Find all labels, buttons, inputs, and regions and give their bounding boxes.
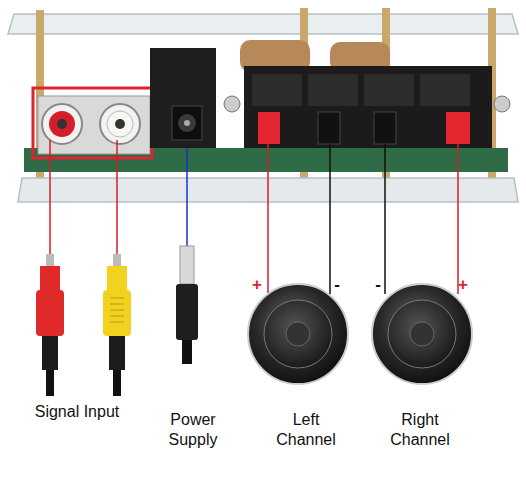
rca-plug-yellow-part	[103, 290, 131, 336]
dc-power-jack	[150, 48, 216, 148]
rca-plug-red-part	[36, 290, 64, 336]
rca-plug-yellow-part	[107, 266, 127, 290]
wires-part	[267, 144, 269, 294]
speaker-terminals	[224, 66, 510, 148]
dc-plug-part	[180, 246, 194, 284]
rca-plug-red-part	[42, 336, 58, 370]
acrylic-case-part	[8, 14, 518, 34]
speaker-terminals-part	[224, 96, 240, 112]
speaker-terminals-part	[420, 74, 470, 106]
speaker-terminals-part	[258, 112, 280, 144]
rca-plug-yellow-part	[110, 322, 124, 323]
dc-power-jack-part	[184, 120, 190, 126]
speaker-left	[248, 284, 348, 384]
polarity-mark: +	[252, 274, 262, 295]
speaker-right-part	[372, 284, 472, 384]
speaker-terminals-part	[364, 74, 414, 106]
speaker-left-part	[286, 322, 310, 346]
wires-part	[329, 144, 331, 294]
speaker-terminals-part	[308, 74, 358, 106]
speaker-terminals-part	[494, 96, 510, 112]
speaker-terminals-part	[318, 112, 340, 144]
wires-part	[116, 140, 118, 254]
speaker-right-part	[388, 300, 456, 368]
dc-power-jack-part	[150, 48, 216, 148]
rca-plug-red-part	[46, 370, 54, 396]
dc-power-jack-part	[178, 114, 196, 132]
speaker-left-part	[248, 284, 348, 384]
wires-part	[384, 144, 386, 294]
rca-plug-yellow-part	[110, 316, 124, 317]
port-label: Right Channel	[384, 410, 456, 450]
speaker-terminals-part	[446, 112, 470, 144]
rca-jacks-part	[57, 119, 67, 129]
rca-jacks-part	[100, 104, 140, 144]
speaker-right	[372, 284, 472, 384]
port-label: Left Channel	[270, 410, 342, 450]
acrylic-case	[8, 8, 518, 202]
wires-part	[186, 148, 188, 246]
rca-plug-red-part	[40, 266, 60, 290]
speaker-terminals-part	[252, 74, 302, 106]
port-label: Power Supply	[162, 410, 224, 450]
rca-plug-yellow	[103, 254, 131, 396]
rca-plug-yellow-part	[113, 370, 121, 396]
dc-plug-part	[176, 284, 198, 340]
wires	[50, 140, 458, 294]
rca-jacks-part	[107, 111, 133, 137]
speaker-terminals-part	[244, 66, 492, 148]
polarity-mark: +	[458, 274, 468, 295]
rca-jacks	[33, 88, 152, 158]
rca-plug-yellow-part	[110, 304, 124, 305]
rca-jacks-part	[42, 104, 82, 144]
rca-jacks-part	[33, 88, 152, 158]
speaker-left-part	[264, 300, 332, 368]
wires-part	[49, 140, 51, 254]
rca-plug-yellow-part	[110, 310, 124, 311]
rca-plug-red	[36, 254, 64, 396]
speaker-right-part	[410, 322, 434, 346]
rca-jacks-part	[49, 111, 75, 137]
dc-power-jack-part	[172, 106, 202, 140]
wires-part	[457, 144, 459, 294]
rca-jacks-part	[38, 96, 150, 154]
dc-plug	[176, 246, 198, 364]
rca-plug-yellow-part	[113, 254, 121, 268]
polarity-mark: -	[375, 274, 381, 295]
polarity-mark: -	[334, 274, 340, 295]
rca-plug-yellow-part	[109, 336, 125, 370]
rca-plug-yellow-part	[110, 298, 124, 299]
rca-plug-red-part	[46, 254, 54, 268]
dc-plug-part	[182, 340, 192, 364]
speaker-terminals-part	[374, 112, 396, 144]
rca-jacks-part	[115, 119, 125, 129]
port-label: Signal Input	[35, 402, 120, 422]
